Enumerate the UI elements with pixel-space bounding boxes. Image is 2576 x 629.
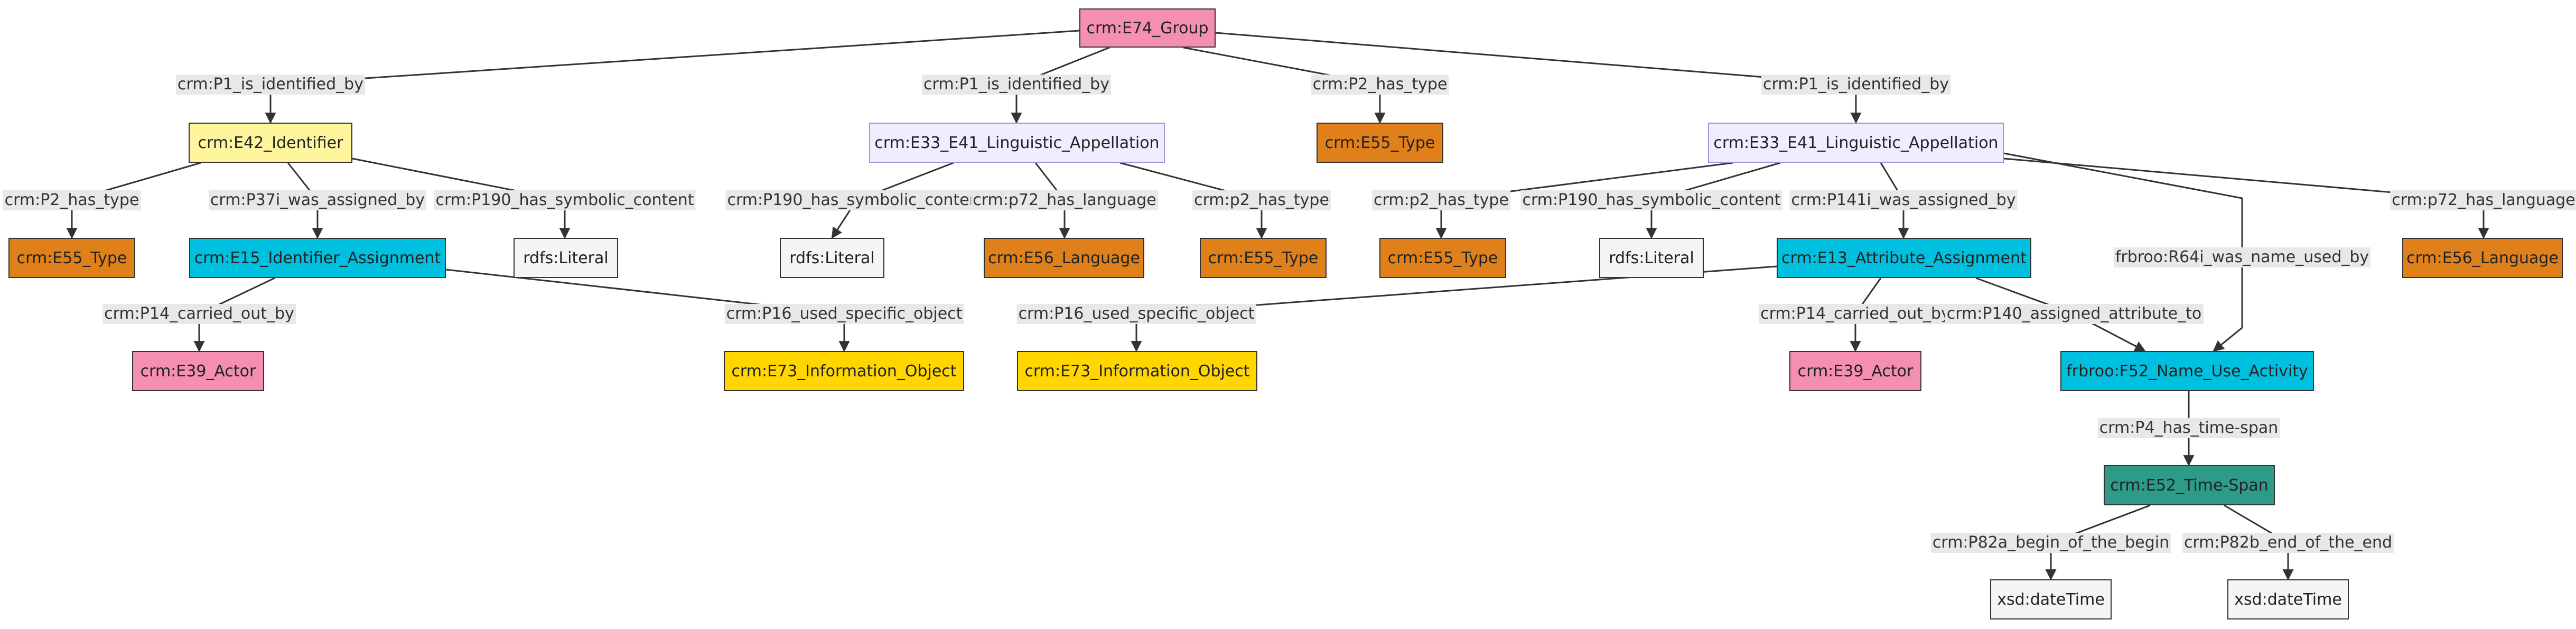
edge-label: crm:P2_has_type bbox=[1311, 75, 1449, 95]
edge-label: crm:P82a_begin_of_the_begin bbox=[1930, 533, 2171, 553]
edge-label: crm:P16_used_specific_object bbox=[724, 304, 964, 324]
edge-label: crm:p72_has_language bbox=[971, 190, 1158, 210]
node-e73-information-object-a[interactable]: crm:E73_Information_Object bbox=[724, 351, 964, 391]
node-e73-information-object-b[interactable]: crm:E73_Information_Object bbox=[1017, 351, 1257, 391]
edge-label: crm:P82b_end_of_the_end bbox=[2182, 533, 2394, 553]
node-e15-identifier-assignment[interactable]: crm:E15_Identifier_Assignment bbox=[189, 238, 446, 278]
node-linguistic-appellation-a[interactable]: crm:E33_E41_Linguistic_Appellation bbox=[869, 123, 1165, 163]
node-e74-group[interactable]: crm:E74_Group bbox=[1079, 8, 1216, 48]
node-linguistic-appellation-b[interactable]: crm:E33_E41_Linguistic_Appellation bbox=[1708, 123, 2004, 163]
node-literal-identifier[interactable]: rdfs:Literal bbox=[514, 238, 618, 278]
edge-label: frbroo:R64i_was_name_used_by bbox=[2113, 247, 2371, 267]
edge-label: crm:p2_has_type bbox=[1192, 190, 1331, 210]
node-e42-identifier[interactable]: crm:E42_Identifier bbox=[189, 123, 352, 163]
node-e55-type-group[interactable]: crm:E55_Type bbox=[1317, 123, 1443, 163]
node-e39-actor-b[interactable]: crm:E39_Actor bbox=[1789, 351, 1921, 391]
edge-label: crm:P190_has_symbolic_content bbox=[1520, 190, 1782, 210]
node-e39-actor-a[interactable]: crm:E39_Actor bbox=[132, 351, 264, 391]
edge-label: crm:P4_has_time-span bbox=[2097, 418, 2280, 438]
edge-label: crm:P190_has_symbolic_content bbox=[725, 190, 987, 210]
node-f52-name-use-activity[interactable]: frbroo:F52_Name_Use_Activity bbox=[2060, 351, 2314, 391]
node-e56-language-a[interactable]: crm:E56_Language bbox=[984, 238, 1144, 278]
node-e13-attribute-assignment[interactable]: crm:E13_Attribute_Assignment bbox=[1777, 238, 2031, 278]
node-datetime-end[interactable]: xsd:dateTime bbox=[2227, 579, 2349, 619]
node-datetime-begin[interactable]: xsd:dateTime bbox=[1990, 579, 2112, 619]
node-e55-type-a[interactable]: crm:E55_Type bbox=[1200, 238, 1327, 278]
node-e52-time-span[interactable]: crm:E52_Time-Span bbox=[2104, 465, 2275, 505]
node-e55-type-identifier[interactable]: crm:E55_Type bbox=[8, 238, 135, 278]
edge-label: crm:P141i_was_assigned_by bbox=[1789, 190, 2018, 210]
edge-label: crm:P16_used_specific_object bbox=[1016, 304, 1256, 324]
edge-label: crm:P190_has_symbolic_content bbox=[434, 190, 696, 210]
edge-label: crm:P1_is_identified_by bbox=[1761, 75, 1950, 95]
edge-label: crm:P37i_was_assigned_by bbox=[208, 190, 427, 210]
edge-label: crm:p2_has_type bbox=[1372, 190, 1510, 210]
node-e56-language-b[interactable]: crm:E56_Language bbox=[2402, 238, 2563, 278]
edge-label: crm:P140_assigned_attribute_to bbox=[1945, 304, 2204, 324]
node-literal-appellation-b[interactable]: rdfs:Literal bbox=[1599, 238, 1704, 278]
edge-label: crm:P14_carried_out_by bbox=[1759, 304, 1952, 324]
edge-label: crm:P14_carried_out_by bbox=[102, 304, 296, 324]
node-literal-appellation-a[interactable]: rdfs:Literal bbox=[780, 238, 884, 278]
edge-label: crm:P1_is_identified_by bbox=[176, 75, 365, 95]
node-e55-type-b[interactable]: crm:E55_Type bbox=[1379, 238, 1506, 278]
edge-label: crm:P2_has_type bbox=[3, 190, 141, 210]
edge-label: crm:p72_has_language bbox=[2390, 190, 2576, 210]
edge-label: crm:P1_is_identified_by bbox=[922, 75, 1111, 95]
